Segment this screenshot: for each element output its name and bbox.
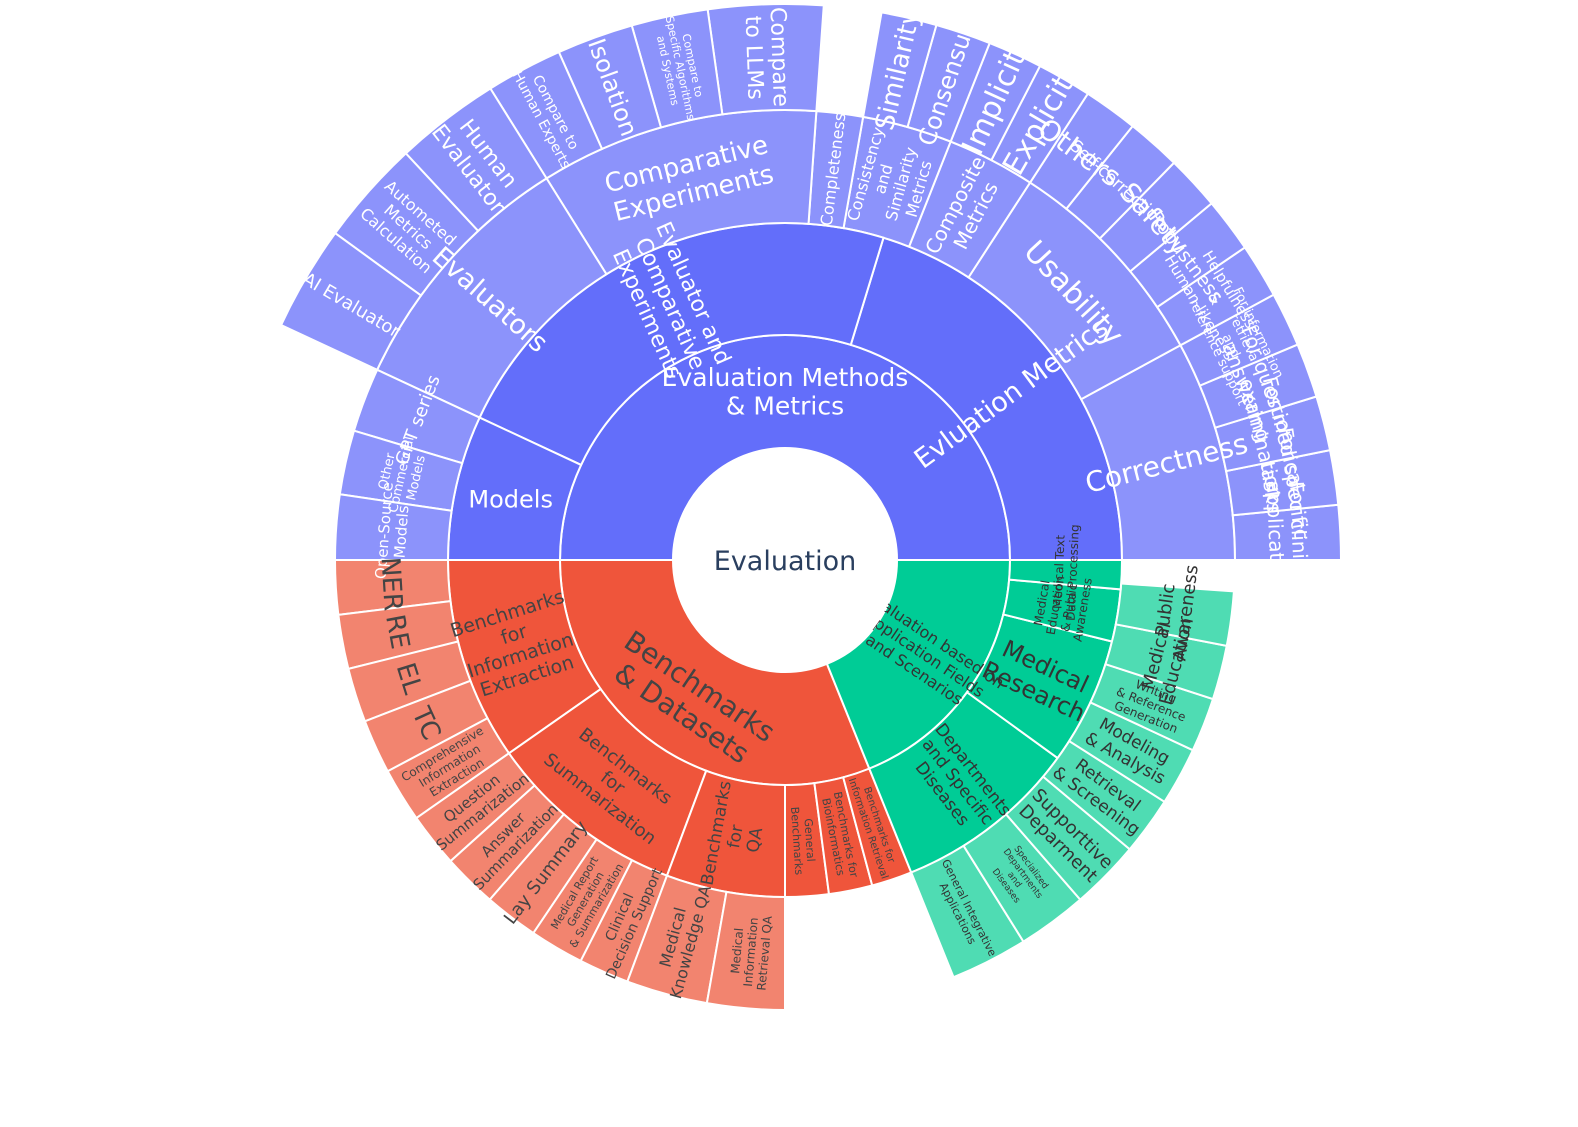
label-line: to LLMs (740, 15, 768, 100)
label-line: Medical (728, 927, 746, 974)
label-medical-text-data-processing: Medical TextData Processing (1050, 523, 1082, 621)
label-line: Models (391, 505, 413, 559)
label-models: Models (468, 486, 553, 514)
sector-ai-evaluator[interactable] (279, 231, 423, 372)
label-medical-information-retrieval-qa: MedicalInformationRetrieval QA (727, 912, 775, 991)
label-line: application (1261, 480, 1290, 591)
label-line: & Metrics (726, 392, 844, 421)
label-line: QA (743, 826, 767, 855)
root-label: Evaluation (714, 546, 856, 577)
label-line: Data Processing (1064, 524, 1082, 621)
label-line: For clinical (1284, 481, 1313, 589)
sector-medical-information-retrieval-qa[interactable] (705, 890, 786, 1012)
label-line: Benchmarks (788, 806, 805, 875)
label-ner: NER (374, 556, 407, 612)
label-compare-to-llms: Compareto LLMs (739, 7, 793, 108)
label-line: Models (468, 486, 553, 514)
label-line: RE (379, 612, 415, 651)
label-evaluation-methods-metrics: Evaluation Methods& Metrics (662, 363, 909, 421)
label-line: General (802, 818, 818, 862)
label-for-clinical-application: For clinicalapplication (1261, 479, 1313, 591)
sector-medical-text-data-processing[interactable] (1008, 559, 1124, 591)
label-re: RE (379, 612, 415, 651)
label-line: Medical Text (1050, 534, 1067, 609)
label-line: NER (374, 556, 407, 612)
center-hole (673, 448, 897, 672)
label-line: Compare (765, 7, 793, 108)
sectors-layer (279, 3, 1343, 1012)
label-line: Retrieval QA (754, 915, 775, 992)
label-general-benchmarks: GeneralBenchmarks (788, 805, 818, 875)
label-line: for (724, 823, 748, 850)
label-line: Information (741, 917, 761, 987)
label-line: Evaluation Methods (662, 363, 909, 392)
